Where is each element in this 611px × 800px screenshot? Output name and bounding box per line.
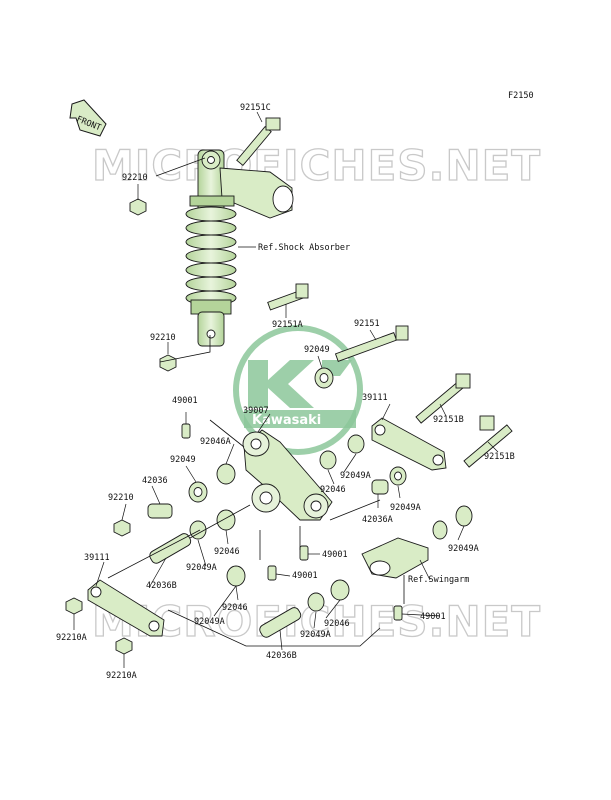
- label-92210-c: 92210: [108, 493, 134, 503]
- bolt-92151c: [236, 117, 281, 167]
- rocker-arm-39007: [242, 429, 333, 521]
- label-92151b-b: 92151B: [484, 452, 515, 462]
- label-49001-c: 49001: [292, 571, 318, 581]
- label-42036a: 42036A: [362, 515, 393, 525]
- label-92151a: 92151A: [272, 320, 303, 330]
- label-49001-d: 49001: [420, 612, 446, 622]
- label-39111-b: 39111: [84, 553, 110, 563]
- label-92210-b: 92210: [150, 333, 176, 343]
- label-49001-b: 49001: [322, 550, 348, 560]
- grease-nipples: [181, 423, 403, 621]
- label-92151b-a: 92151B: [433, 415, 464, 425]
- label-92151c: 92151C: [240, 103, 271, 113]
- label-ref-shock-absorber: Ref.Shock Absorber: [258, 243, 350, 253]
- label-92049-a: 92049: [304, 345, 330, 355]
- label-42036b-a: 42036B: [146, 581, 177, 591]
- leader-lines: [73, 111, 499, 668]
- label-92049a-b: 92049A: [390, 503, 421, 513]
- label-92049a-f: 92049A: [300, 630, 331, 640]
- label-92049a-d: 92049A: [186, 563, 217, 573]
- bolt-92151: [334, 325, 409, 362]
- label-49001-a: 49001: [172, 396, 198, 406]
- label-92046-a: 92046: [320, 485, 346, 495]
- watermark-top: MICROFICHES.NET: [92, 141, 541, 190]
- label-92049-b: 92049: [170, 455, 196, 465]
- label-92046-b: 92046: [214, 547, 240, 557]
- swingarm-reference: [361, 537, 429, 579]
- tie-rod-lower-39111: [87, 579, 165, 637]
- label-92210-a: 92210: [122, 173, 148, 183]
- bolt-92151b-lower: [463, 415, 513, 468]
- bolt-92151b-upper: [415, 373, 471, 424]
- label-42036b-b: 42036B: [266, 651, 297, 661]
- label-92049a-e: 92049A: [194, 617, 225, 627]
- label-42036: 42036: [142, 476, 168, 486]
- diagram-code: F2150: [508, 91, 534, 101]
- bolt-92151a: [267, 283, 309, 311]
- label-92151: 92151: [354, 319, 380, 329]
- label-39007: 39007: [243, 406, 269, 416]
- label-92046-c: 92046: [222, 603, 248, 613]
- front-arrow-icon: FRONT: [69, 99, 107, 137]
- tie-rod-upper-39111: [371, 417, 447, 471]
- label-ref-swingarm: Ref.Swingarm: [408, 575, 469, 585]
- label-92210a-b: 92210A: [106, 671, 137, 681]
- label-39111-a: 39111: [362, 393, 388, 403]
- part-labels: 92151C 92210 Ref.Shock Absorber 92210 92…: [56, 103, 515, 681]
- assembly-lines: [107, 335, 405, 647]
- label-92046-d: 92046: [324, 619, 350, 629]
- label-92049a-c: 92049A: [448, 544, 479, 554]
- logo-text: Kawasaki: [252, 413, 321, 428]
- label-92049a-a: 92049A: [340, 471, 371, 481]
- kawasaki-logo: Kawasaki: [233, 325, 363, 455]
- shock-absorber: [185, 149, 294, 347]
- label-92210a-a: 92210A: [56, 633, 87, 643]
- label-92046a: 92046A: [200, 437, 231, 447]
- sleeves-42036b: [149, 533, 302, 638]
- nuts: [65, 198, 177, 655]
